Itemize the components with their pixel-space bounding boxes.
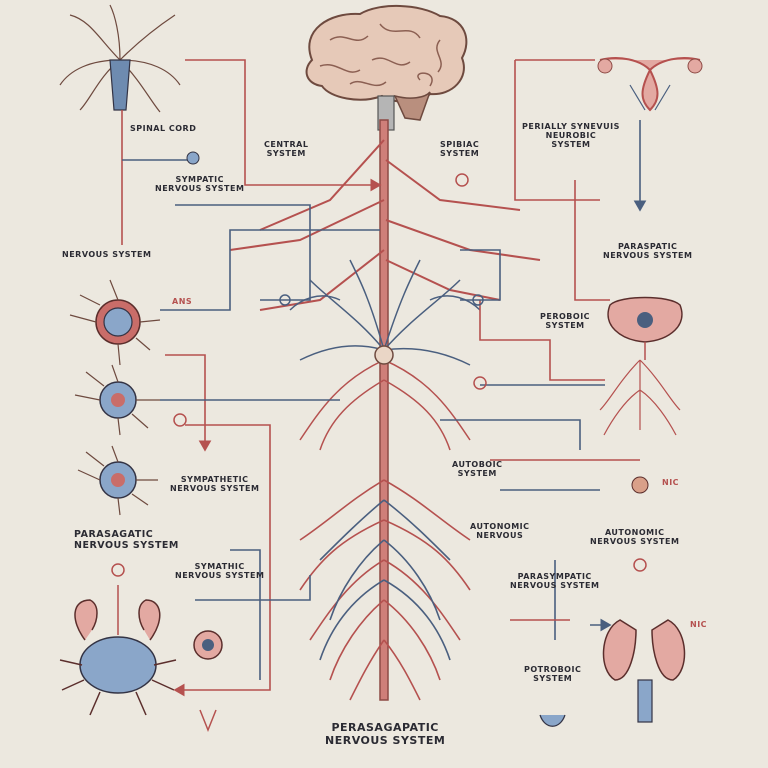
label-perially-line2: NEUROBIC [545,131,597,141]
lobster-illustration [59,585,177,716]
label-perially-synevuis: PERIALLY SYNEVUIS NEUROBIC SYSTEM [522,122,620,150]
label-autonomic-right-line2: NERVOUS SYSTEM [590,537,680,547]
label-parasympatic-mid-line1: PARASYMPATIC [517,572,592,581]
label-bottom-line2: NERVOUS SYSTEM [325,733,446,747]
label-nervous-system: NERVOUS SYSTEM [62,250,152,259]
label-spibiac-system: SPIBIAC SYSTEM [440,140,479,158]
label-parasagatic-line2: NERVOUS SYSTEM [74,539,179,551]
label-parasagatic-line1: PARASAGATIC [74,529,154,540]
label-symathic-nervous-system: SYMATHIC NERVOUS SYSTEM [175,562,264,580]
label-parasagatic-nervous-system: PARASAGATIC NERVOUS SYSTEM [74,529,179,552]
tag-ans: ANS [172,297,193,306]
node-markers [111,151,649,733]
label-peroboic-line2: SYSTEM [545,321,585,331]
label-autonomic-nervous-mid: AUTONOMIC NERVOUS [470,522,530,540]
label-autonomic-nervous-system-right: AUTONOMIC NERVOUS SYSTEM [590,528,679,546]
label-autonomic-mid-line1: AUTONOMIC [470,522,530,531]
label-parasympatic-nervous-system-mid: PARASYMPATIC NERVOUS SYSTEM [510,572,599,590]
label-sympatic-line2: NERVOUS SYSTEM [155,184,245,194]
spinal-cord-trunk [229,119,541,701]
neuron-top-left [59,4,181,113]
label-symathic-line1: SYMATHIC [194,562,245,571]
lungs-illustration [602,619,686,723]
organ-right-upper [607,296,683,360]
label-potroboic-line2: SYSTEM [533,674,573,684]
label-perially-line1: PERIALLY SYNEVUIS [522,122,620,131]
nerve-bundle-right [599,359,681,436]
label-potroboic-system: POTROBOIC SYSTEM [524,665,581,683]
label-parasympatic-mid-line2: NERVOUS SYSTEM [510,581,600,591]
label-sympathetic-line1: SYMPATHETIC [180,475,249,484]
nerve-roots-lower [299,479,471,701]
label-potroboic-line1: POTROBOIC [524,665,582,674]
label-bottom-line1: PERASAGAPATIC [331,721,439,734]
label-autoboic-system: AUTOBOIC SYSTEM [452,460,502,478]
label-perially-line3: SYSTEM [551,140,591,150]
label-spibiac-line1: SPIBIAC [440,140,480,149]
label-autoboic-line1: AUTOBOIC [452,460,503,469]
uterus-illustration [597,57,703,112]
nerve-ganglion-center [374,345,394,365]
label-autoboic-line2: SYSTEM [457,469,497,479]
label-autonomic-right-line1: AUTONOMIC [604,528,665,537]
label-sympathetic-line2: NERVOUS SYSTEM [170,484,260,494]
label-central-system-line1: CENTRAL [264,140,309,149]
label-sympathetic-nervous-system: SYMPATHETIC NERVOUS SYSTEM [170,475,259,493]
label-paraspatic-nervous-system: PARASPATIC NERVOUS SYSTEM [603,242,692,260]
label-peroboic-system: PEROBOIC SYSTEM [540,312,590,330]
label-peroboic-line1: PEROBOIC [540,312,591,321]
label-central-system-line2: SYSTEM [266,149,306,159]
label-paraspatic-line1: PARASPATIC [617,242,678,251]
label-symathic-line2: NERVOUS SYSTEM [175,571,265,581]
label-sympatic-nervous-system: SYMPATIC NERVOUS SYSTEM [155,175,244,193]
label-spinal-cord: SPINAL CORD [130,124,197,133]
label-autonomic-mid-line2: NERVOUS [476,531,524,541]
tag-nic-lower: NIC [690,620,708,629]
label-bottom-title: PERASAGAPATIC NERVOUS SYSTEM [325,721,446,747]
brain-illustration [305,5,468,131]
neuron-left-1 [69,279,161,366]
neuron-left-2 [74,364,160,436]
label-spibiac-line2: SYSTEM [440,149,480,159]
nerve-plexus-upper [289,259,481,451]
neuron-left-3 [77,445,158,516]
label-central-system: CENTRAL SYSTEM [264,140,308,158]
connector-lines [121,59,647,697]
label-sympatic-line1: SYMPATIC [175,175,224,184]
label-paraspatic-line2: NERVOUS SYSTEM [603,251,693,261]
tag-nic-upper: NIC [662,478,680,487]
